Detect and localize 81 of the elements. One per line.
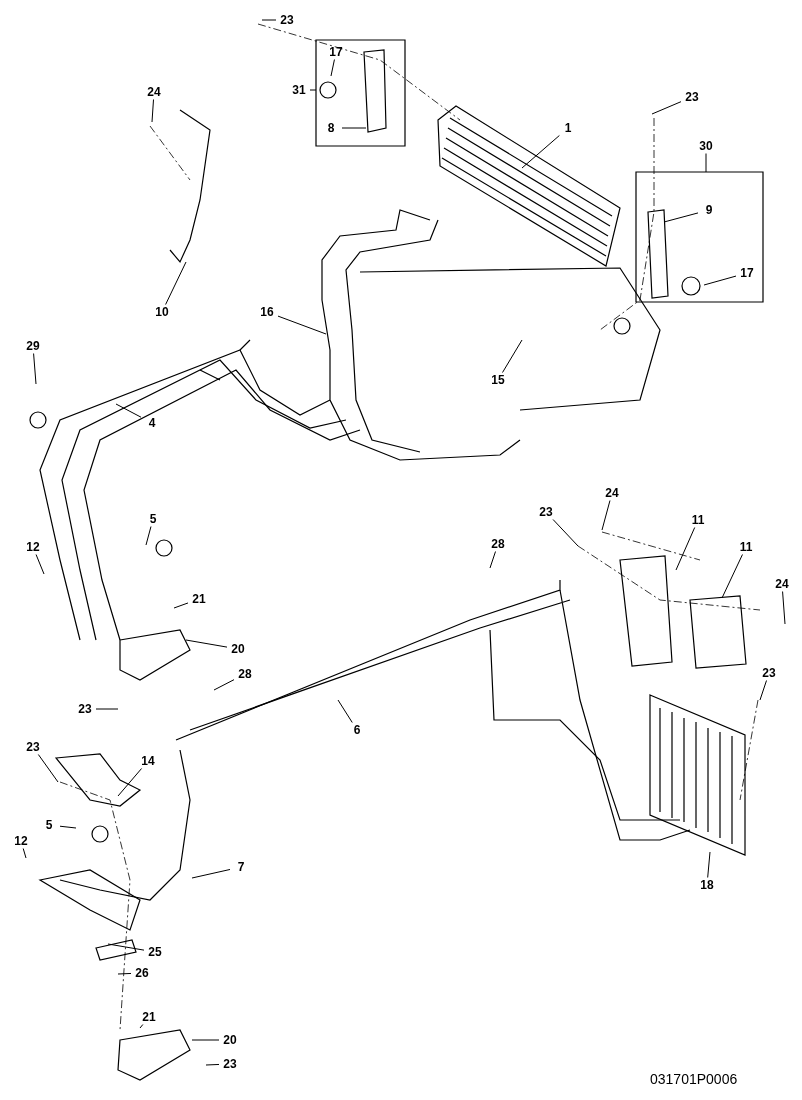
leader-line [261,19,277,21]
leader-line [330,59,335,77]
callout-number: 17 [325,44,347,60]
callout-number: 16 [256,304,278,320]
leader-line [213,679,235,691]
callout-number: 6 [346,722,368,738]
callout-number: 9 [698,202,720,218]
callout-number: 5 [38,817,60,833]
leader-line [191,1039,220,1041]
leader-line [552,519,579,547]
callout-number: 23 [758,665,780,681]
leader-line [521,135,560,169]
leader-line [703,275,737,286]
callout-number: 23 [74,701,96,717]
callout-number: 30 [695,138,717,154]
leader-line [489,551,496,569]
leader-line [59,825,77,829]
leader-line [502,339,523,373]
callout-number: 28 [487,536,509,552]
callout-number: 20 [227,641,249,657]
callout-number: 24 [601,485,623,501]
leader-line [309,89,317,91]
callout-number: 26 [131,965,153,981]
callout-number: 18 [696,877,718,893]
callout-number: 7 [230,859,252,875]
callout-number: 4 [141,415,163,431]
leader-line [37,754,59,783]
callout-number: 29 [22,338,44,354]
leader-line [205,1063,220,1066]
leader-line [601,500,611,531]
leader-line [707,851,711,878]
leader-line [705,153,707,173]
leader-line [337,699,353,723]
leader-line [151,99,154,123]
callout-number: 5 [142,511,164,527]
callout-number: 11 [735,539,757,555]
leader-line [675,527,696,571]
leader-line [107,943,145,951]
leader-line [651,101,682,115]
callout-number: 23 [681,89,703,105]
leader-line [115,403,142,418]
leader-line [33,353,37,385]
callout-number: 25 [144,944,166,960]
callout-number: 21 [188,591,210,607]
leader-line [35,554,45,575]
callout-number: 14 [137,753,159,769]
leader-line [145,526,152,546]
callout-number: 24 [771,576,793,592]
leader-line [341,127,367,129]
callout-number: 23 [219,1056,241,1072]
callout-number: 20 [219,1032,241,1048]
callout-number: 1 [557,120,579,136]
callout-number: 12 [10,833,32,849]
leader-line [117,768,143,797]
callout-number: 8 [320,120,342,136]
callout-number: 28 [234,666,256,682]
leader-line [117,972,132,975]
drawing-number: 031701P0006 [650,1071,738,1087]
leader-line [165,261,187,305]
leader-line [139,1024,144,1029]
callout-number: 11 [687,512,709,528]
callout-number: 24 [143,84,165,100]
leader-line [191,868,231,879]
callout-number: 12 [22,539,44,555]
callout-number: 23 [22,739,44,755]
leader-line [663,212,699,223]
callout-number: 17 [736,265,758,281]
leader-line [173,602,189,609]
callout-number: 23 [276,12,298,28]
callout-number: 23 [535,504,557,520]
leader-line [95,708,119,710]
callout-number: 10 [151,304,173,320]
leader-line [22,848,27,859]
leader-line [721,554,743,599]
callout-number: 31 [288,82,310,98]
leader-line [759,680,767,701]
leader-line [185,639,228,648]
leader-line [782,591,786,625]
callout-number: 15 [487,372,509,388]
callout-number: 21 [138,1009,160,1025]
leader-line [277,315,327,335]
